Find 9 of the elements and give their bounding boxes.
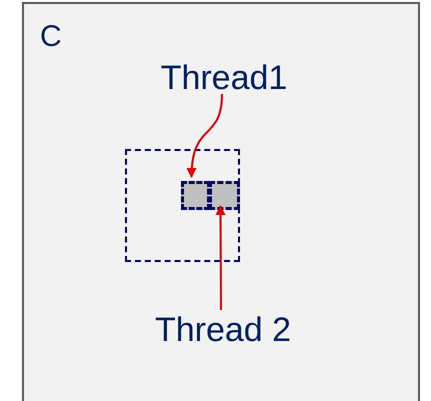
container-box: [22, 2, 420, 401]
shared-cell: [209, 181, 240, 210]
thread-label: Thread 2: [138, 312, 308, 348]
arrow: [186, 94, 223, 178]
thread-label: Thread1: [144, 60, 304, 96]
container-label: C: [40, 22, 62, 52]
dashed-box: [125, 149, 240, 262]
shared-cell: [181, 181, 210, 210]
arrow: [216, 205, 226, 310]
